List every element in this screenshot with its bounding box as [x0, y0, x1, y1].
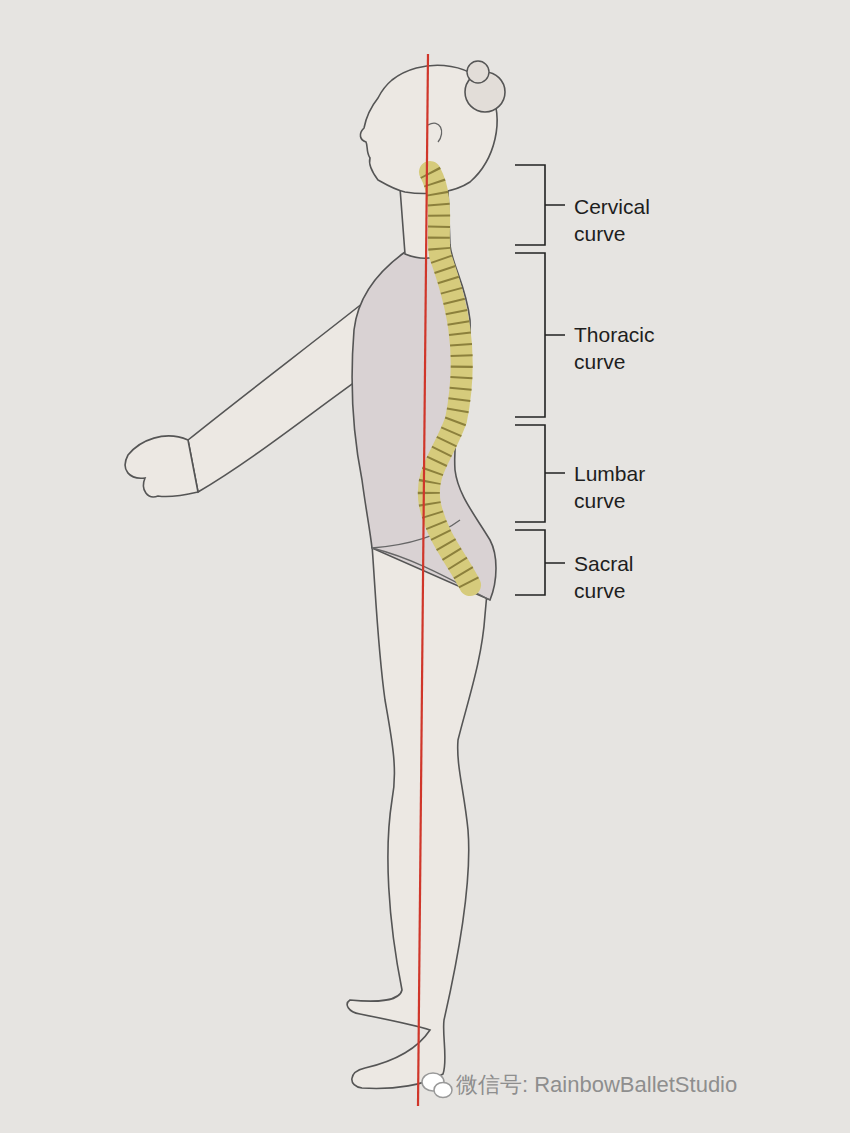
bracket: [515, 253, 565, 417]
bracket: [515, 165, 565, 245]
wechat-icon: [422, 1073, 452, 1098]
watermark: 微信号: RainbowBalletStudio: [456, 1071, 737, 1099]
plumb-line: [418, 54, 428, 1106]
bracket: [515, 425, 565, 522]
ear: [428, 123, 442, 142]
curve-label: Lumbar curve: [574, 460, 678, 514]
curve-label: Sacral curve: [574, 550, 678, 604]
vertebra-lines: [429, 172, 470, 585]
hands: [125, 436, 198, 497]
curve-label: Thoracic curve: [574, 321, 678, 375]
hair-bun: [467, 61, 489, 83]
bracket: [515, 530, 565, 595]
spine: [429, 172, 470, 585]
curve-label: Cervical curve: [574, 193, 678, 247]
